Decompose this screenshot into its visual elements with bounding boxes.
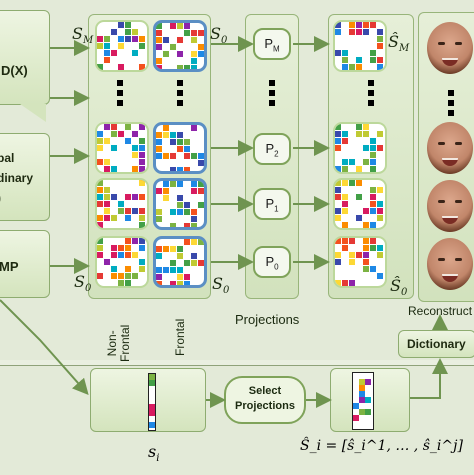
- left-box-top-pointer: [20, 104, 46, 122]
- pattern-tile: [153, 20, 207, 72]
- s-0-right-bottom-label: S0: [212, 274, 230, 297]
- s-0-top-label: S0: [210, 24, 228, 47]
- ellipsis-dots-icon: [448, 90, 454, 120]
- pattern-tile: [153, 122, 207, 174]
- left-box-middle: bal dinary ): [0, 133, 50, 221]
- s-i-vector: [148, 373, 156, 431]
- face-icon: [427, 180, 473, 232]
- s-0-hat-label: Ŝ0: [390, 276, 408, 299]
- ellipsis-dots-icon: [269, 80, 275, 110]
- projections-label: Projections: [235, 312, 300, 327]
- projection-node-m: PM: [253, 28, 291, 60]
- pattern-tile: [333, 236, 387, 288]
- pattern-tile: [333, 178, 387, 230]
- left-box-top-label: D(X): [1, 63, 28, 78]
- s-m-hat-label: ŜM: [388, 32, 410, 55]
- face-icon: [427, 122, 473, 174]
- projection-label: P1: [265, 196, 279, 214]
- ellipsis-dots-icon: [117, 80, 123, 110]
- pattern-tile: [95, 122, 149, 174]
- pattern-tile: [95, 178, 149, 230]
- projection-label: P2: [265, 141, 279, 159]
- arrow-icon: [0, 299, 89, 395]
- s-i-label: si: [148, 442, 160, 465]
- dictionary-label: Dictionary: [407, 337, 466, 351]
- pattern-tile: [95, 20, 149, 72]
- face-icon: [427, 238, 473, 290]
- pattern-tile: [333, 122, 387, 174]
- left-box-bottom-label: MP: [0, 259, 19, 274]
- s-i-hat-vector: [352, 372, 374, 430]
- projection-label: PM: [264, 36, 280, 54]
- pattern-tile: [153, 178, 207, 230]
- left-box-bottom: MP: [0, 230, 50, 298]
- select-projections-node: Select Projections: [224, 376, 306, 424]
- projection-node-0: P0: [253, 246, 291, 278]
- pattern-tile: [95, 236, 149, 288]
- reconstruction-label: Reconstruct: [408, 304, 473, 318]
- ellipsis-dots-icon: [177, 80, 183, 110]
- s-i-hat-label: Ŝ_i = [ŝ_i^1, … , ŝ_i^j]: [300, 438, 463, 454]
- projection-label: P0: [265, 254, 279, 272]
- s-0-left-bottom-label: S0: [74, 272, 92, 295]
- projection-node-2: P2: [253, 133, 291, 165]
- pattern-tile: [153, 236, 207, 288]
- ellipsis-dots-icon: [368, 80, 374, 110]
- face-icon: [427, 22, 473, 74]
- dictionary-box: Dictionary: [398, 330, 474, 358]
- left-box-middle-label: bal dinary ): [0, 151, 34, 205]
- pattern-tile: [333, 20, 387, 72]
- select-projections-label: Select Projections: [235, 385, 295, 412]
- arrow-icon: [410, 358, 448, 399]
- projection-node-1: P1: [253, 188, 291, 220]
